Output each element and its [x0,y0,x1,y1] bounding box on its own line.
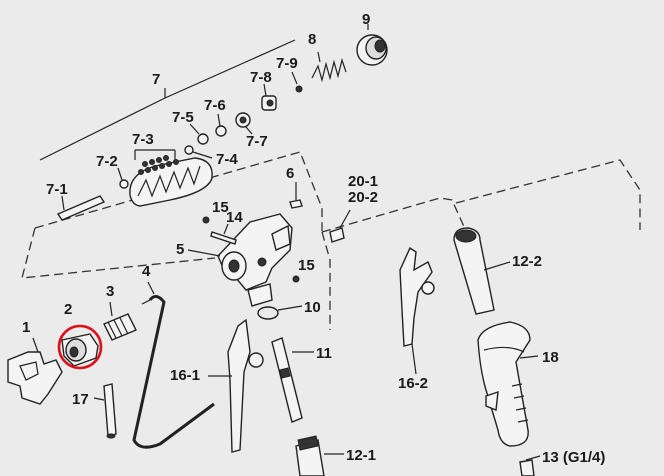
label-4: 4 [142,263,151,280]
label-16-2: 16-2 [398,375,428,392]
part-7-7-fitting [235,112,253,135]
part-12-2-tube [453,227,511,315]
part-10-o-ring [257,305,303,320]
part-16-1-trigger [208,318,264,453]
label-15-lower: 15 [298,257,315,274]
label-14: 14 [226,209,243,226]
part-13-fitting [519,455,541,476]
label-7-1: 7-1 [46,181,68,198]
label-8: 8 [308,31,316,48]
label-18: 18 [542,349,559,366]
label-3: 3 [106,283,114,300]
label-2: 2 [64,301,72,318]
label-9: 9 [362,11,370,28]
label-6: 6 [286,165,294,182]
label-16-1: 16-1 [170,367,200,384]
part-4-trigger-guard [132,281,215,449]
label-15-upper: 15 [212,199,229,216]
label-7-6: 7-6 [204,97,226,114]
part-16-2-trigger [399,246,435,375]
part-20-valve [329,209,351,243]
part-7-8-seat [261,83,277,111]
base-outline [321,197,471,330]
label-5: 5 [176,241,184,258]
part-7-9-ball [291,71,303,93]
part-1-guard-clip [7,337,63,405]
handle-outline [455,159,641,230]
part-7-2-washer [117,167,129,189]
part-18-handle [477,321,539,447]
label-7-4: 7-4 [216,151,238,168]
part-15-screw-upper [202,216,210,224]
part-14-pin [210,223,237,245]
label-12-1: 12-1 [346,447,376,464]
label-7-5: 7-5 [172,109,194,126]
part-3-sleeve [103,301,137,341]
label-12-2: 12-2 [512,253,542,270]
part-8-spring [311,51,347,83]
part-11-rod [271,337,314,423]
label-7-9: 7-9 [276,55,298,72]
part-7-4-ring [184,145,213,159]
part-15-screw-lower [292,275,300,283]
part-12-1-adapter [295,435,344,476]
label-20-2: 20-2 [348,189,378,206]
label-17: 17 [72,391,89,408]
part-2-highlight-circle [57,324,103,370]
label-7-3: 7-3 [132,131,154,148]
label-20-1: 20-1 [348,173,378,190]
label-13: 13 (G1/4) [542,449,605,466]
kit-7-outline [21,151,323,279]
label-11: 11 [316,345,332,362]
part-6-pin [289,182,303,209]
label-1: 1 [22,319,30,336]
label-10: 10 [304,299,321,316]
label-7: 7 [152,71,160,88]
part-9-nut [356,24,388,66]
label-7-7: 7-7 [246,133,268,150]
label-7-2: 7-2 [96,153,118,170]
part-2-nut [61,333,99,367]
part-7-5-washer [189,123,209,145]
label-7-8: 7-8 [250,69,272,86]
part-5-gun-body [187,213,293,307]
part-7-6-washer [215,113,227,137]
part-7-1-needle [56,195,106,221]
part-7-3-spring-assembly [129,149,213,207]
part-17-tube [93,383,117,439]
